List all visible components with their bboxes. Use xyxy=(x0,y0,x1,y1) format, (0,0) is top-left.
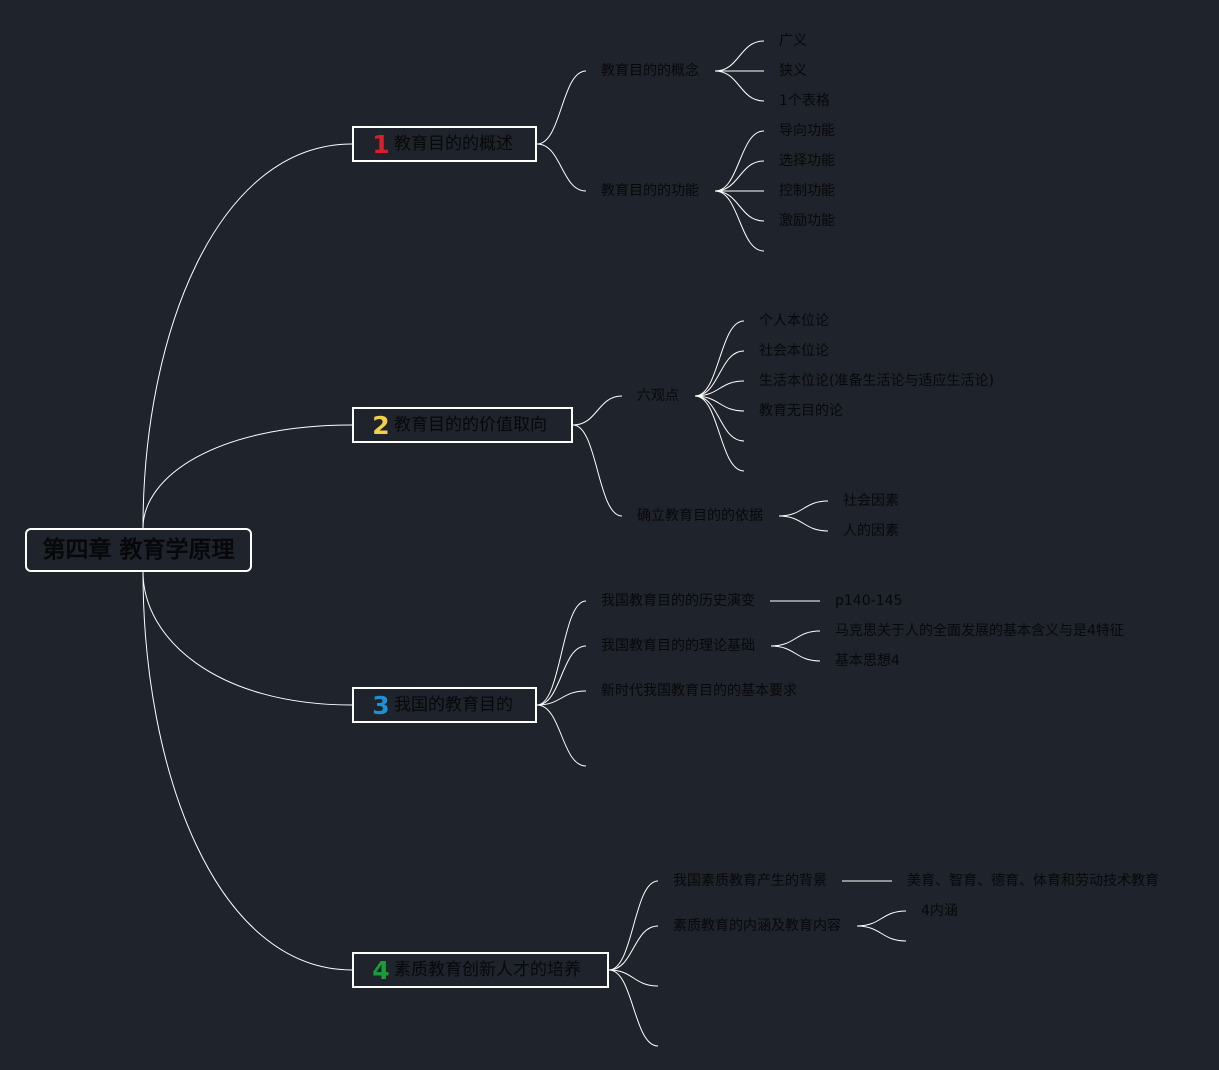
connector-18 xyxy=(694,350,745,397)
branch-3-node[interactable]: 3 我国的教育目的 xyxy=(352,687,537,723)
branch-2-sub-1[interactable]: 六观点 xyxy=(637,388,679,404)
connector-25 xyxy=(536,600,587,706)
branch-3-sub-3[interactable]: 新时代我国教育目的的基本要求 xyxy=(601,683,797,699)
branch-2-sub-1-leaf-2[interactable]: 社会本位论 xyxy=(759,343,829,359)
branch-3-number: 3 xyxy=(372,690,390,720)
branch-1-sub-2-leaf-3[interactable]: 控制功能 xyxy=(779,183,835,199)
branch-4-node[interactable]: 4 素质教育创新人才的培养 xyxy=(352,952,609,988)
branch-2-sub-1-leaf-1[interactable]: 个人本位论 xyxy=(759,313,829,329)
branch-1-number: 1 xyxy=(372,129,390,159)
connector-16 xyxy=(572,424,623,517)
branch-1-sub-1-leaf-1[interactable]: 广义 xyxy=(779,33,807,49)
branch-4-label: 素质教育创新人才的培养 xyxy=(394,959,581,980)
branch-3-sub-1-leaf-1[interactable]: p140-145 xyxy=(835,593,903,609)
connector-14 xyxy=(714,190,765,252)
branch-3-sub-2-leaf-2[interactable]: 基本思想4 xyxy=(835,653,900,669)
branch-4-sub-1[interactable]: 我国素质教育产生的背景 xyxy=(673,873,827,889)
branch-1-sub-2-leaf-2[interactable]: 选择功能 xyxy=(779,153,835,169)
branch-1-sub-2[interactable]: 教育目的的功能 xyxy=(601,183,699,199)
connector-27 xyxy=(536,690,587,706)
connector-10 xyxy=(714,130,765,192)
branch-3-sub-1[interactable]: 我国教育目的的历史演变 xyxy=(601,593,755,609)
branch-1-sub-1-leaf-3[interactable]: 1个表格 xyxy=(779,93,830,109)
connector-28 xyxy=(536,704,587,767)
connector-17 xyxy=(694,320,745,397)
branch-3-sub-2-leaf-1[interactable]: 马克思关于人的全面发展的基本含义与是4特征 xyxy=(835,623,1124,639)
branch-2-sub-2-leaf-1[interactable]: 社会因素 xyxy=(843,493,899,509)
connector-6 xyxy=(536,143,587,192)
connector-3 xyxy=(142,571,353,706)
connector-23 xyxy=(778,500,829,517)
connector-21 xyxy=(694,395,745,442)
branch-1-sub-2-leaf-1[interactable]: 导向功能 xyxy=(779,123,835,139)
connector-5 xyxy=(536,70,587,145)
branch-2-label: 教育目的的价值取向 xyxy=(394,414,547,435)
branch-4-sub-1-leaf-1[interactable]: 美育、智育、德育、体育和劳动技术教育 xyxy=(907,873,1159,889)
connector-19 xyxy=(694,380,745,397)
connector-35 xyxy=(608,969,659,1047)
root-label: 第四章 教育学原理 xyxy=(42,536,235,563)
connector-2 xyxy=(142,424,353,529)
branch-1-node[interactable]: 1 教育目的的概述 xyxy=(352,126,537,162)
branch-2-sub-1-leaf-4[interactable]: 教育无目的论 xyxy=(759,403,843,419)
branch-2-sub-2-leaf-2[interactable]: 人的因素 xyxy=(843,523,899,539)
branch-1-label: 教育目的的概述 xyxy=(394,133,513,154)
branch-2-number: 2 xyxy=(372,410,390,440)
connector-15 xyxy=(572,395,623,426)
connector-26 xyxy=(536,645,587,706)
connector-32 xyxy=(608,880,659,971)
connector-9 xyxy=(714,70,765,102)
connector-22 xyxy=(694,395,745,472)
branch-2-node[interactable]: 2 教育目的的价值取向 xyxy=(352,407,573,443)
branch-4-sub-2[interactable]: 素质教育的内涵及教育内容 xyxy=(673,918,841,934)
connector-13 xyxy=(714,190,765,222)
connector-11 xyxy=(714,160,765,192)
connector-33 xyxy=(608,925,659,971)
connector-37 xyxy=(856,910,907,927)
branch-3-label: 我国的教育目的 xyxy=(394,694,513,715)
connector-7 xyxy=(714,40,765,72)
branch-4-number: 4 xyxy=(372,955,390,985)
connector-31 xyxy=(770,645,821,662)
branch-1-sub-1[interactable]: 教育目的的概念 xyxy=(601,63,699,79)
connector-4 xyxy=(142,571,353,971)
connector-30 xyxy=(770,630,821,647)
connector-1 xyxy=(142,143,353,529)
branch-2-sub-1-leaf-3[interactable]: 生活本位论(准备生活论与适应生活论) xyxy=(759,373,994,389)
branch-3-sub-2[interactable]: 我国教育目的的理论基础 xyxy=(601,638,755,654)
root-node[interactable]: 第四章 教育学原理 xyxy=(25,528,252,572)
branch-1-sub-2-leaf-4[interactable]: 激励功能 xyxy=(779,213,835,229)
connector-38 xyxy=(856,925,907,942)
branch-2-sub-2[interactable]: 确立教育目的的依据 xyxy=(637,508,763,524)
branch-1-sub-1-leaf-2[interactable]: 狭义 xyxy=(779,63,807,79)
branch-4-sub-2-leaf-1[interactable]: 4内涵 xyxy=(921,903,958,919)
connector-34 xyxy=(608,969,659,987)
connector-24 xyxy=(778,515,829,532)
